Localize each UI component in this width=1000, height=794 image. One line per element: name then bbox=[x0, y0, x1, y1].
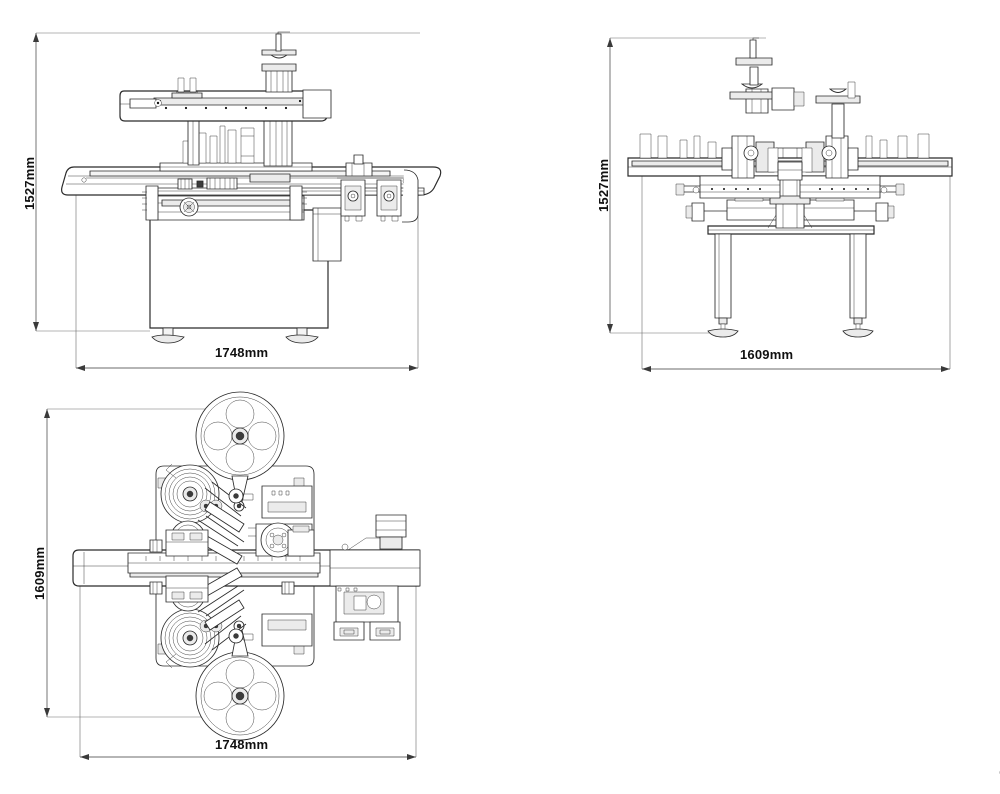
side-view-height-dimension-label: 1527mm bbox=[596, 158, 611, 212]
plan-view-height-dimension-label: 1609mm bbox=[32, 546, 47, 600]
machine-foot bbox=[285, 327, 319, 344]
front-view-dimension-lines bbox=[33, 32, 420, 371]
plan-view-dimension-lines bbox=[44, 408, 417, 760]
labelling-head-left bbox=[675, 135, 781, 199]
front-view-height-dimension-label: 1527mm bbox=[22, 156, 37, 210]
machine-leg bbox=[842, 233, 874, 338]
front-elevation-machine-geometry bbox=[61, 31, 442, 344]
outfeed-assembly bbox=[329, 514, 421, 641]
sensor-box bbox=[340, 179, 366, 222]
machine-foot bbox=[151, 327, 185, 344]
plan-view-machine-geometry bbox=[72, 391, 421, 741]
rewind-drum bbox=[160, 608, 220, 669]
front-view-width-dimension-label: 1748mm bbox=[215, 345, 269, 360]
label-station-upper bbox=[160, 391, 313, 565]
side-view-dimension-lines bbox=[607, 37, 951, 372]
side-right-mast bbox=[815, 81, 861, 139]
label-reel bbox=[195, 651, 285, 741]
top-mast-handwheel bbox=[261, 31, 297, 93]
plan-top-view: 1609mm 1748mm bbox=[0, 390, 470, 794]
front-elevation-view: 1527mm 1748mm bbox=[0, 0, 470, 385]
side-view-width-dimension-label: 1609mm bbox=[740, 347, 794, 362]
side-elevation-machine-geometry bbox=[627, 37, 953, 338]
label-station-lower bbox=[160, 567, 313, 741]
label-reel bbox=[195, 391, 285, 481]
plan-view-width-dimension-label: 1748mm bbox=[215, 737, 269, 752]
machine-leg bbox=[707, 233, 739, 338]
sensor-box bbox=[376, 179, 402, 222]
side-centre-mast bbox=[729, 37, 805, 114]
rewind-drum bbox=[160, 463, 220, 524]
deck-posts bbox=[639, 133, 930, 159]
centre-rotary-module bbox=[248, 522, 315, 558]
side-elevation-view: 1527mm 1609mm bbox=[580, 0, 1000, 385]
